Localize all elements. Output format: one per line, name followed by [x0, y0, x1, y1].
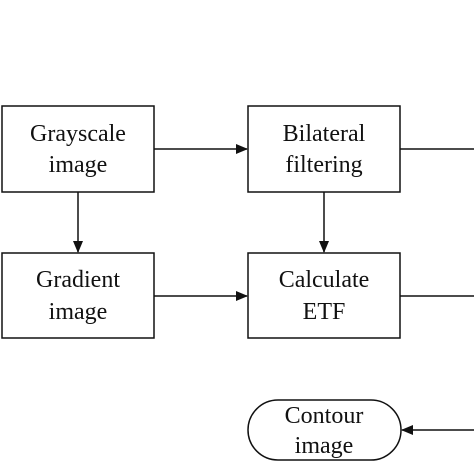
- node-gradient-label-line2: image: [49, 299, 108, 325]
- node-grayscale-box: [1, 105, 155, 193]
- node-etf-box: [247, 252, 401, 339]
- node-etf-label-line1: Calculate: [279, 267, 370, 293]
- node-contour-label-line1: Contour: [285, 403, 364, 429]
- node-bilateral-filtering: Bilateral filtering: [247, 105, 401, 193]
- node-gradient-image: Gradient image: [1, 252, 155, 339]
- node-calculate-etf: Calculate ETF: [247, 252, 401, 339]
- node-etf-label-line2: ETF: [303, 299, 346, 325]
- node-grayscale-label-line1: Grayscale: [30, 121, 126, 147]
- node-bilateral-label-line1: Bilateral: [283, 121, 366, 147]
- node-grayscale-image: Grayscale image: [1, 105, 155, 193]
- node-bilateral-box: [247, 105, 401, 193]
- node-gradient-box: [1, 252, 155, 339]
- node-contour-image: Contour image: [247, 399, 402, 461]
- node-grayscale-label-line2: image: [49, 152, 108, 178]
- node-bilateral-label-line2: filtering: [285, 152, 362, 178]
- node-contour-label-line2: image: [295, 433, 354, 459]
- node-gradient-label-line1: Gradient: [36, 267, 120, 293]
